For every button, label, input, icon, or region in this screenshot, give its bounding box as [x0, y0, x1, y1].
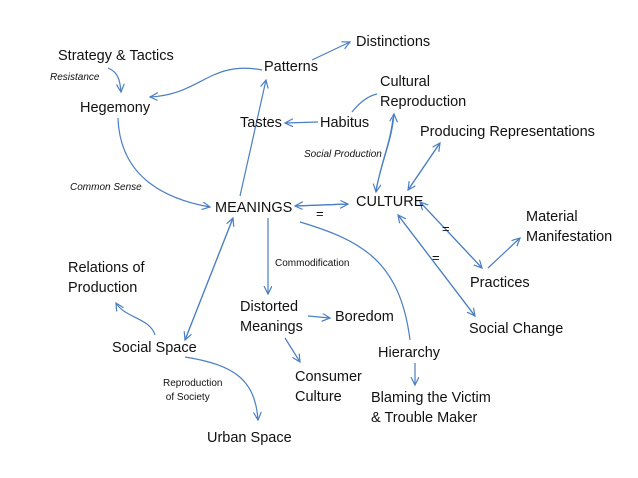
node-reproduction-of-society: Reproduction of Society — [163, 378, 223, 403]
node-social-change: Social Change — [469, 321, 564, 337]
node-practices: Practices — [470, 275, 530, 291]
line-meanings-to-hierarchy — [299, 221, 411, 341]
node-culture: CULTURE — [356, 194, 424, 210]
node-resistance: Resistance — [50, 72, 100, 83]
arrow-practices-to-culture — [420, 202, 483, 269]
node-urban-space: Urban Space — [207, 430, 292, 446]
line-habitus-to-cultural-reproduction — [351, 93, 378, 113]
node-hierarchy: Hierarchy — [378, 345, 441, 361]
arrow-practices-to-material-manifestation — [487, 238, 520, 269]
node-commodification: Commodification — [275, 258, 350, 269]
node-hegemony: Hegemony — [80, 100, 151, 116]
arrow-producing-representations-to-culture — [408, 142, 441, 190]
node-patterns: Patterns — [264, 59, 318, 75]
node-meanings: MEANINGS — [215, 200, 293, 216]
arrow-hegemony-to-meanings — [117, 117, 210, 207]
arrow-culture-to-meanings — [295, 204, 349, 206]
arrow-meanings-to-social-space — [185, 217, 234, 340]
node-habitus: Habitus — [320, 115, 370, 131]
arrow-social-change-to-culture — [398, 215, 476, 317]
equals-culture-social-change: = — [432, 250, 440, 265]
node-cultural-reproduction: Cultural Reproduction — [380, 74, 467, 110]
arrow-habitus-to-tastes — [285, 122, 319, 123]
arrow-cultural-reproduction-to-culture — [376, 117, 394, 192]
node-consumer-culture: Consumer Culture — [295, 369, 362, 405]
arrow-patterns-to-distinctions — [311, 42, 350, 61]
node-distinctions: Distinctions — [356, 34, 431, 50]
node-social-space: Social Space — [112, 340, 197, 356]
node-producing-representations: Producing Representations — [420, 124, 595, 140]
arrow-meanings-to-patterns — [239, 80, 266, 197]
node-common-sense: Common Sense — [70, 182, 142, 193]
arrow-patterns-to-hegemony — [150, 67, 263, 97]
arrow-strategy-to-hegemony — [107, 67, 121, 92]
arrow-distorted-to-boredom — [307, 316, 330, 318]
node-blaming-the-victim: Blaming the Victim & Trouble Maker — [371, 390, 491, 426]
node-strategy-tactics: Strategy & Tactics — [58, 48, 174, 64]
arrow-social-space-to-urban-space — [184, 356, 258, 420]
node-distorted-meanings: Distorted Meanings — [240, 299, 303, 335]
node-social-production: Social Production — [304, 149, 382, 160]
arrow-social-space-to-relations — [116, 303, 156, 336]
node-boredom: Boredom — [335, 309, 394, 325]
node-relations-of-production: Relations of Production — [68, 260, 145, 296]
arrow-distorted-to-consumer-culture — [284, 337, 300, 362]
equals-culture-practices: = — [442, 221, 450, 236]
node-tastes: Tastes — [240, 115, 282, 131]
node-material-manifestation: Material Manifestation — [526, 209, 613, 245]
equals-meanings-culture: = — [316, 206, 324, 221]
